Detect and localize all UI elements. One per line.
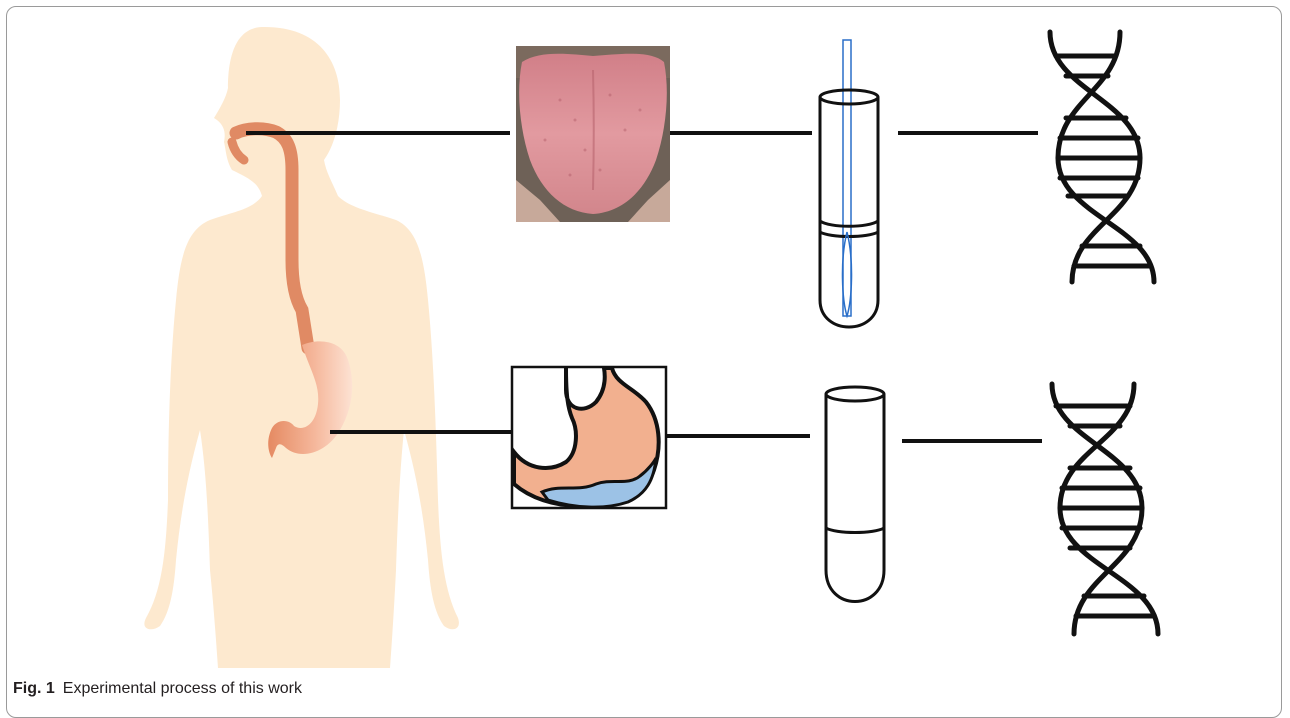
figure-caption-text: Experimental process of this work xyxy=(63,680,302,697)
tongue-image xyxy=(516,46,670,222)
dna-helix-icon-bottom xyxy=(1052,384,1158,634)
figure-caption: Fig. 1 Experimental process of this work xyxy=(13,680,302,698)
dna-helix-icon-top xyxy=(1050,32,1154,282)
swab-tube-icon xyxy=(820,40,878,327)
figure-label: Fig. 1 xyxy=(13,680,55,697)
experimental-process-diagram xyxy=(0,0,1290,680)
sample-tube-icon xyxy=(826,387,884,602)
stomach-inset xyxy=(512,367,666,508)
